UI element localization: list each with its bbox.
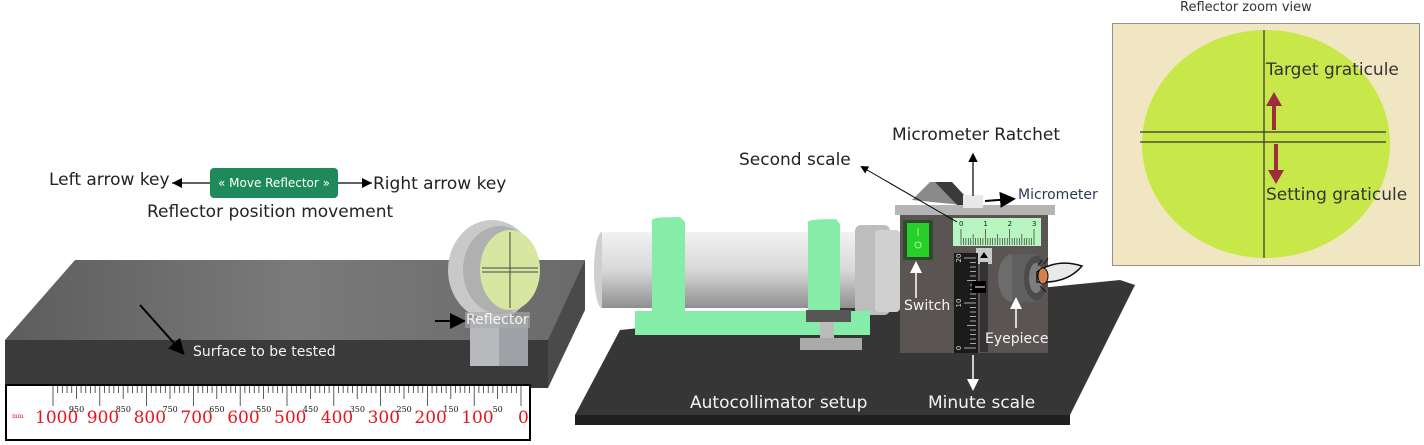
- second-scale-label: 2: [1008, 220, 1012, 228]
- ruler-major-label: 200: [414, 408, 447, 428]
- second-scale-label: 1: [983, 220, 987, 228]
- target-graticule-label: Target graticule: [1266, 60, 1399, 80]
- micrometer-ratchet[interactable]: [963, 195, 983, 208]
- ruler-major-label: 800: [133, 408, 167, 428]
- reflector-zoom-view: Target graticule Setting graticule: [1112, 23, 1420, 266]
- second-scale-label: 3: [1032, 220, 1036, 228]
- right-arrow-key-label: Right arrow key: [373, 174, 507, 194]
- ruler-major-label: 600: [227, 408, 260, 428]
- setting-down-arrow-icon: [1268, 144, 1284, 184]
- surface-pointer-arrow: [139, 304, 185, 355]
- ruler-minor-label: 150: [443, 405, 459, 414]
- ruler-minor-label: 450: [302, 405, 319, 414]
- surface-plate: [5, 260, 585, 388]
- left-arrow-key-label: Left arrow key: [49, 170, 170, 190]
- graticule-field: [1142, 30, 1390, 258]
- right-arrow-icon: [362, 178, 372, 188]
- target-up-arrow-icon: [1266, 92, 1282, 130]
- minute-scale: 20 10 0: [954, 253, 988, 353]
- micrometer-pointer-arrow: [984, 191, 1016, 208]
- micrometer-ratchet-label: Micrometer Ratchet: [892, 125, 1061, 145]
- move-reflector-button[interactable]: « Move Reflector »: [210, 168, 338, 198]
- second-scale: 0 1 2 3: [953, 218, 1041, 246]
- ruler-minor-label: 350: [349, 405, 365, 414]
- ruler-minor-label: 550: [256, 405, 272, 414]
- ruler-major-label: 0: [518, 408, 529, 428]
- second-scale-pointer-arrow: [860, 165, 958, 223]
- second-scale-label: 0: [959, 220, 963, 228]
- zoom-view-title: Reflector zoom view: [1180, 0, 1312, 15]
- minute-scale-label: Minute scale: [928, 393, 1036, 413]
- reflector[interactable]: [448, 220, 540, 366]
- minute-scale-label: 0: [955, 346, 963, 350]
- ruler-major-label: 400: [320, 408, 354, 428]
- minute-scale-label: 20: [955, 254, 963, 263]
- setting-graticule-label: Setting graticule: [1266, 185, 1408, 205]
- ruler-major-label: 300: [367, 408, 401, 428]
- ruler-minor-label: 850: [115, 405, 131, 414]
- ruler-minor-label: 650: [209, 405, 225, 414]
- eyepiece-label: Eyepiece: [985, 331, 1049, 347]
- ruler-major-label: 1000: [35, 408, 79, 428]
- ruler-ticks: [52, 386, 522, 406]
- eyepiece: [998, 254, 1048, 302]
- autocollimator-setup-label: Autocollimator setup: [690, 393, 868, 413]
- minute-scale-label: 10: [955, 299, 963, 308]
- ruler-major-label: 500: [274, 408, 307, 428]
- ruler-major-label: 900: [86, 408, 120, 428]
- eye-icon: [1036, 257, 1084, 293]
- autocollimator-tube: [594, 217, 900, 350]
- reflector-label: Reflector: [465, 312, 530, 328]
- switch-label: Switch: [904, 298, 951, 314]
- left-arrow-icon: [172, 178, 182, 188]
- ruler-major-label: 100: [461, 408, 494, 428]
- ruler-major-label: 700: [180, 408, 213, 428]
- ruler-minor-label: 950: [68, 405, 85, 414]
- second-scale-label: Second scale: [739, 150, 851, 170]
- ruler-minor-label: 250: [396, 405, 412, 414]
- ruler-minor-label: 50: [492, 405, 503, 414]
- ruler-unit: mm: [12, 413, 24, 420]
- movement-caption: Reflector position movement: [147, 202, 394, 222]
- micrometer-label: Micrometer: [1018, 187, 1098, 203]
- surface-label: Surface to be tested: [193, 344, 336, 360]
- ruler-minor-label: 750: [162, 405, 178, 414]
